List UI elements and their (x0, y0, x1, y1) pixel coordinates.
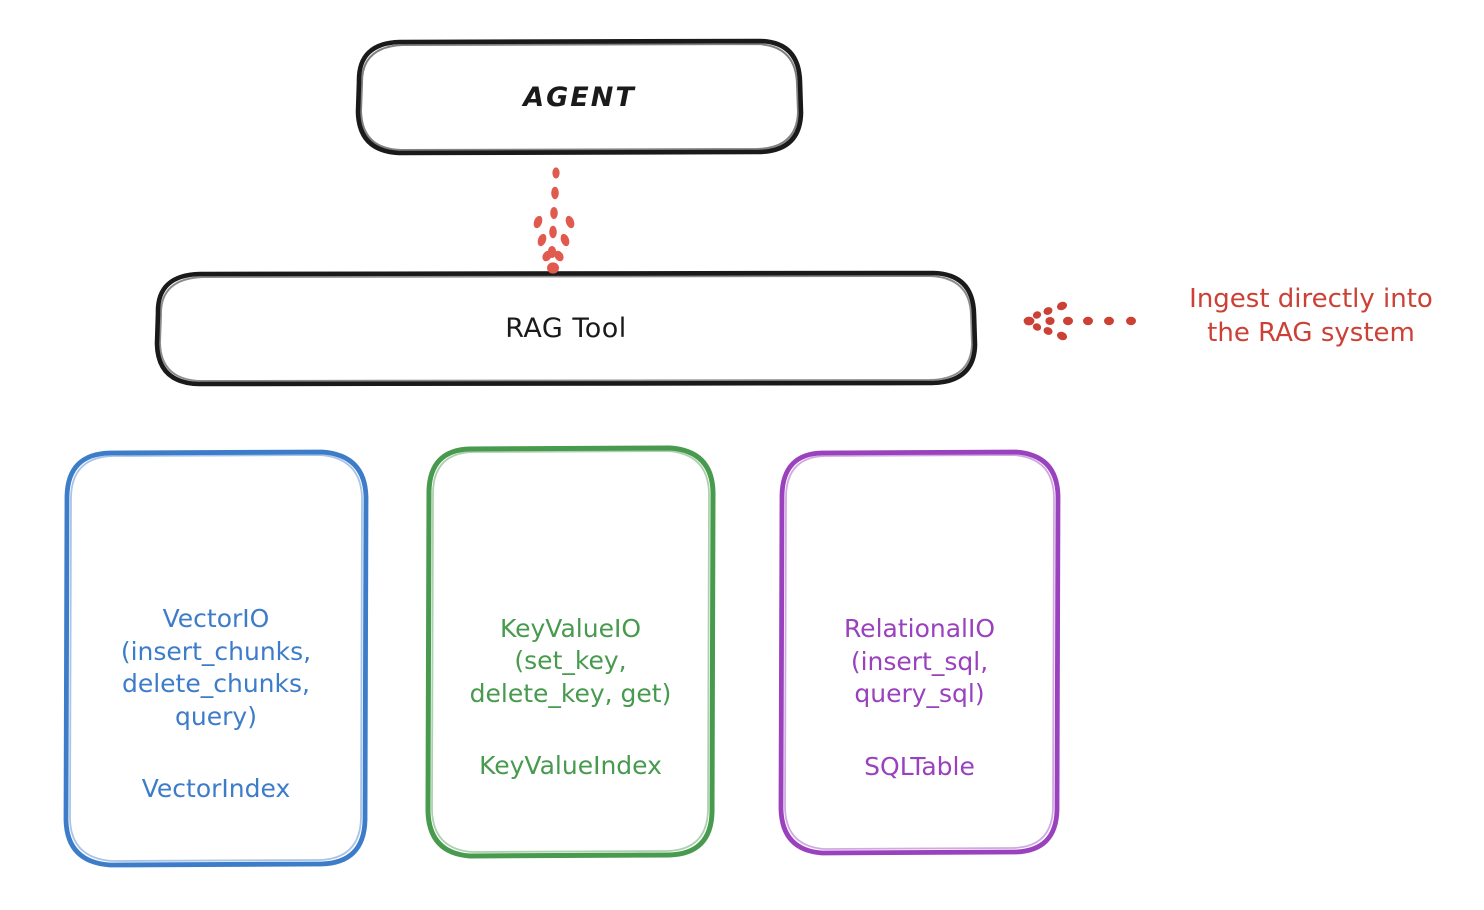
relational-io-node[interactable]: RelationalIO (insert_sql, query_sql) SQL… (781, 452, 1058, 852)
key-value-index-label: KeyValueIndex (479, 751, 662, 780)
relationalio-box-outline (778, 449, 1061, 856)
ingest-arrow (1023, 301, 1136, 341)
keyvalueio-box-outline (425, 445, 716, 859)
vector-io-api-label: VectorIO (insert_chunks, delete_chunks, … (120, 604, 312, 731)
agent-node[interactable]: AGENT (358, 41, 801, 153)
vector-io-node[interactable]: VectorIO (insert_chunks, delete_chunks, … (66, 452, 366, 865)
key-value-io-api-label: KeyValueIO (set_key, delete_key, get) (469, 613, 672, 708)
agent-label: AGENT (523, 81, 636, 113)
agent-box-outline (355, 38, 804, 156)
key-value-io-node[interactable]: KeyValueIO (set_key, delete_key, get) Ke… (428, 448, 713, 855)
vectorio-box-outline (63, 449, 369, 868)
rag-tool-node[interactable]: RAG Tool (157, 273, 975, 384)
relational-io-api-label: RelationalIO (insert_sql, query_sql) (843, 614, 996, 708)
ingest-note-annotation: Ingest directly into the RAG system (1189, 284, 1433, 349)
rag-tool-box-outline (154, 270, 978, 387)
rag-tool-label: RAG Tool (505, 313, 627, 344)
vector-index-label: VectorIndex (141, 774, 291, 804)
sql-table-label: SQLTable (864, 751, 975, 781)
agent-to-rag-arrow (533, 167, 575, 274)
